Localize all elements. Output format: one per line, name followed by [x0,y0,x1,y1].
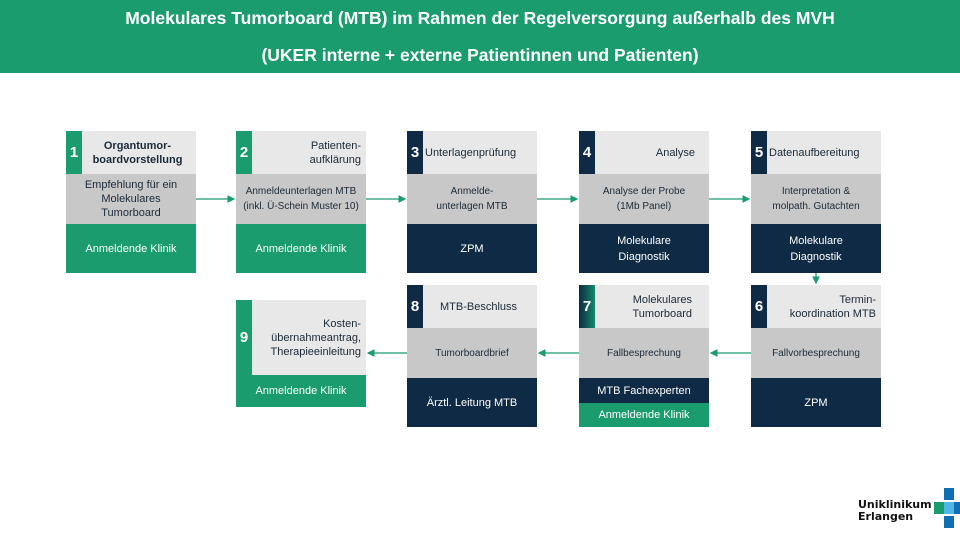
step-3-number: 3 [407,131,423,174]
step-8-header [407,285,537,328]
step-4-box: 4 Analyse Analyse der Probe (1Mb Panel) … [579,131,709,273]
step-5-number: 5 [751,131,767,174]
step-5-box: 5 Datenaufbereitung Interpretation & mol… [751,131,881,273]
step-2-header [236,131,366,174]
step-9-box: 9 Kosten- übernahmeantrag, Therapieeinle… [236,300,366,407]
step-4-title: Analyse [655,146,695,159]
step-1-title: Organtumor- boardvorstellung [92,139,183,166]
step-4-responsible: Molekulare Diagnostik [579,224,709,273]
page-subtitle: (UKER interne + externe Patientinnen und… [261,45,699,65]
step-2-description: Anmeldeunterlagen MTB (inkl. Ü-Schein Mu… [236,174,366,224]
step-6-number: 6 [751,285,767,328]
step-3-description: Anmelde- unterlagen MTB [407,174,537,224]
step-6-header [751,285,881,328]
step-6-box: 6 Termin- koordination MTB Fallvorbespre… [751,285,881,427]
step-3-box: 3 Unterlagenprüfung Anmelde- unterlagen … [407,131,537,273]
step-1-box: 1 Organtumor- boardvorstellung Empfehlun… [66,131,196,273]
step-2-box: 2 Patienten- aufklärung Anmeldeunterlage… [236,131,366,273]
step-7-title: Molekulares Tumorboard [632,293,692,320]
step-5-header [751,131,881,174]
uniklinikum-logo-text: Uniklinikum Erlangen [858,499,932,523]
step-6-title: Termin- koordination MTB [789,293,876,320]
logo-line-2: Erlangen [858,510,914,523]
step-3-title: Unterlagenprüfung [425,146,517,159]
step-4-header [579,131,709,174]
step-3-header [407,131,537,174]
step-7-description: Fallbesprechung [579,328,709,378]
step-9-header [236,300,366,375]
step-1-description: Empfehlung für ein Molekulares Tumorboar… [66,174,196,224]
step-7-responsible-clinic: Anmeldende Klinik [579,403,709,427]
step-7-number: 7 [579,285,595,328]
step-8-number: 8 [407,285,423,328]
step-7-responsible-experts: MTB Fachexperten [579,378,709,403]
step-5-description: Interpretation & molpath. Gutachten [751,174,881,224]
step-2-title: Patienten- aufklärung [309,139,361,166]
uniklinikum-logo-mark-icon [934,488,960,528]
step-9-number: 9 [236,300,252,375]
step-5-title: Datenaufbereitung [769,146,860,159]
step-8-box: 8 MTB-Beschluss Tumorboardbrief Ärztl. L… [407,285,537,427]
header-banner: Molekulares Tumorboard (MTB) im Rahmen d… [0,0,960,73]
step-8-title: MTB-Beschluss [439,300,518,313]
step-8-responsible: Ärztl. Leitung MTB [407,378,537,427]
step-8-description: Tumorboardbrief [407,328,537,378]
step-1-number: 1 [66,131,82,174]
step-1-responsible: Anmeldende Klinik [66,224,196,273]
step-9-responsible: Anmeldende Klinik [236,375,366,407]
step-9-title: Kosten- übernahmeantrag, Therapieeinleit… [270,317,361,358]
step-6-description: Fallvorbesprechung [751,328,881,378]
step-2-responsible: Anmeldende Klinik [236,224,366,273]
step-7-box: 7 Molekulares Tumorboard Fallbesprechung… [579,285,709,427]
page-title: Molekulares Tumorboard (MTB) im Rahmen d… [125,8,835,28]
step-2-number: 2 [236,131,252,174]
step-6-responsible: ZPM [751,378,881,427]
step-4-number: 4 [579,131,595,174]
step-4-description: Analyse der Probe (1Mb Panel) [579,174,709,224]
step-7-header [579,285,709,328]
step-1-header [66,131,196,174]
step-3-responsible: ZPM [407,224,537,273]
logo-line-1: Uniklinikum [858,498,932,511]
step-5-responsible: Molekulare Diagnostik [751,224,881,273]
